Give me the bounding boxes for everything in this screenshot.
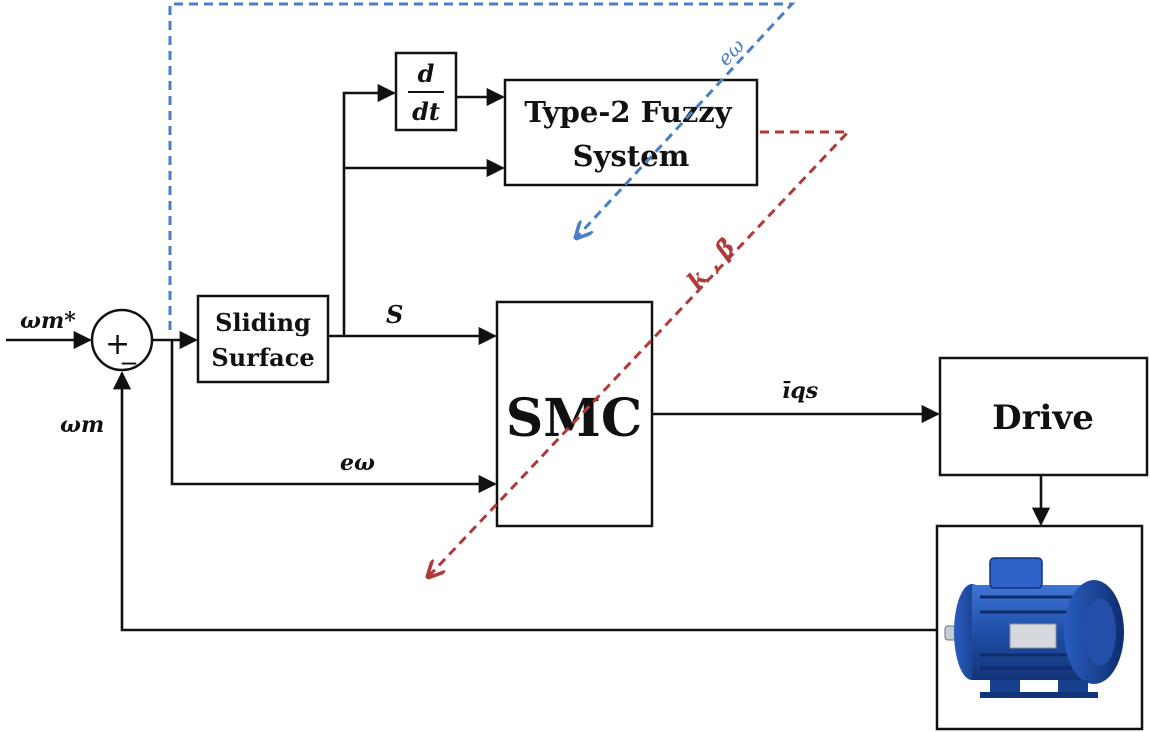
signal-ref-speed: ωm* (20, 308, 76, 334)
drive-block: Drive (938, 356, 1149, 477)
wire-error-to-smc (170, 340, 497, 494)
type2-fuzzy-system-block: Type-2 Fuzzy System (503, 78, 759, 187)
derivative-denominator: dt (412, 97, 440, 126)
sliding-surface-block: Sliding Surface (196, 294, 330, 384)
adaptation-path-error (168, 2, 796, 330)
sliding-surface-label-line2: Surface (211, 343, 314, 372)
signal-speed-error: eω (340, 450, 375, 476)
drive-label: Drive (992, 398, 1094, 438)
smc-label: SMC (506, 388, 643, 449)
signal-sliding-variable: S (386, 300, 403, 329)
summing-junction: + _ (90, 308, 154, 372)
signal-current-command: īqs (782, 378, 818, 404)
derivative-numerator: d (418, 59, 435, 88)
sum-minus-sign: _ (121, 332, 137, 365)
derivative-block: d dt (394, 51, 458, 132)
fuzzy-label-line1: Type-2 Fuzzy (524, 95, 732, 129)
signal-measured-speed: ωm (60, 412, 104, 438)
signal-fuzzy-input-error: eω (712, 34, 749, 71)
wire-speed-feedback (112, 371, 940, 632)
adaptation-path-gains (428, 130, 852, 577)
sliding-surface-label-line1: Sliding (215, 308, 311, 337)
smc-block: SMC (495, 300, 654, 528)
fuzzy-label-line2: System (573, 139, 690, 173)
motor-block (935, 524, 1144, 731)
electric-motor-icon (944, 557, 1124, 698)
sum-plus-sign: + (105, 327, 130, 362)
wire-s-to-derivative (342, 83, 396, 336)
signal-fuzzy-output-gains: k , β̄ (681, 233, 741, 295)
